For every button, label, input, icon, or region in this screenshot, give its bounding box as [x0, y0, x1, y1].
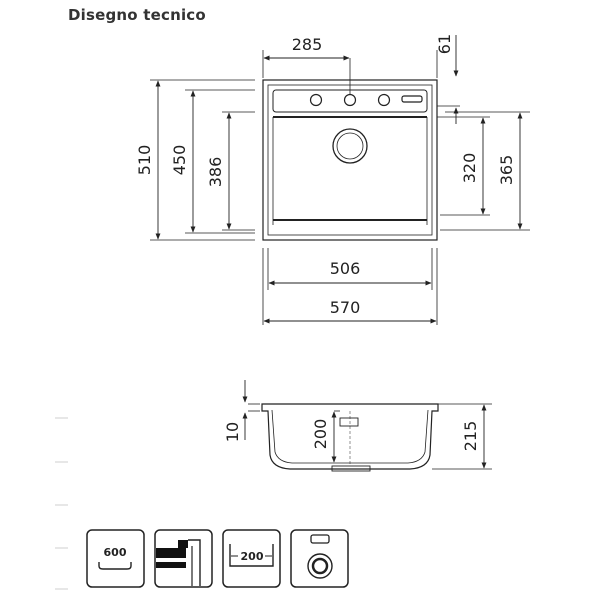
- dim-total-depth: 215: [461, 421, 480, 452]
- drain-section: [331, 465, 371, 472]
- tap-hole-right: [377, 93, 391, 107]
- overflow-section: [339, 417, 359, 427]
- depth-200-label: 200: [241, 550, 264, 563]
- dim-height-total: 510: [135, 145, 154, 176]
- overflow-slot: [401, 95, 423, 103]
- dim-width-inner: 506: [330, 259, 361, 278]
- drain-icon: [290, 529, 349, 588]
- tap-hole-center: [343, 93, 357, 107]
- dim-rim: 10: [223, 422, 242, 442]
- mounting-icon: [154, 529, 213, 588]
- dim-rim-offset: 61: [435, 34, 454, 54]
- sink-section-outer: [261, 403, 439, 470]
- dim-bowl-depth: 200: [311, 419, 330, 450]
- depth-200-icon: 200: [222, 529, 281, 588]
- sink-inner-rim: [267, 84, 433, 236]
- margin-ticks: [55, 417, 68, 590]
- dim-width-tap: 285: [292, 35, 323, 54]
- dim-height-bowl: 386: [206, 157, 225, 188]
- side-view: [242, 380, 492, 472]
- page-title: Disegno tecnico: [68, 6, 206, 24]
- drain-outer: [332, 128, 368, 164]
- dim-height-inner: 450: [170, 145, 189, 176]
- tap-hole-left: [309, 93, 323, 107]
- dim-height-right-outer: 365: [497, 155, 516, 186]
- sink-outer-rim: [262, 79, 438, 241]
- drain-inner: [336, 132, 364, 160]
- dim-width-total: 570: [330, 298, 361, 317]
- top-view: [150, 35, 530, 325]
- cabinet-600-label: 600: [104, 546, 127, 559]
- cabinet-600-icon: 600: [86, 529, 145, 588]
- dim-height-right-inner: 320: [460, 153, 479, 184]
